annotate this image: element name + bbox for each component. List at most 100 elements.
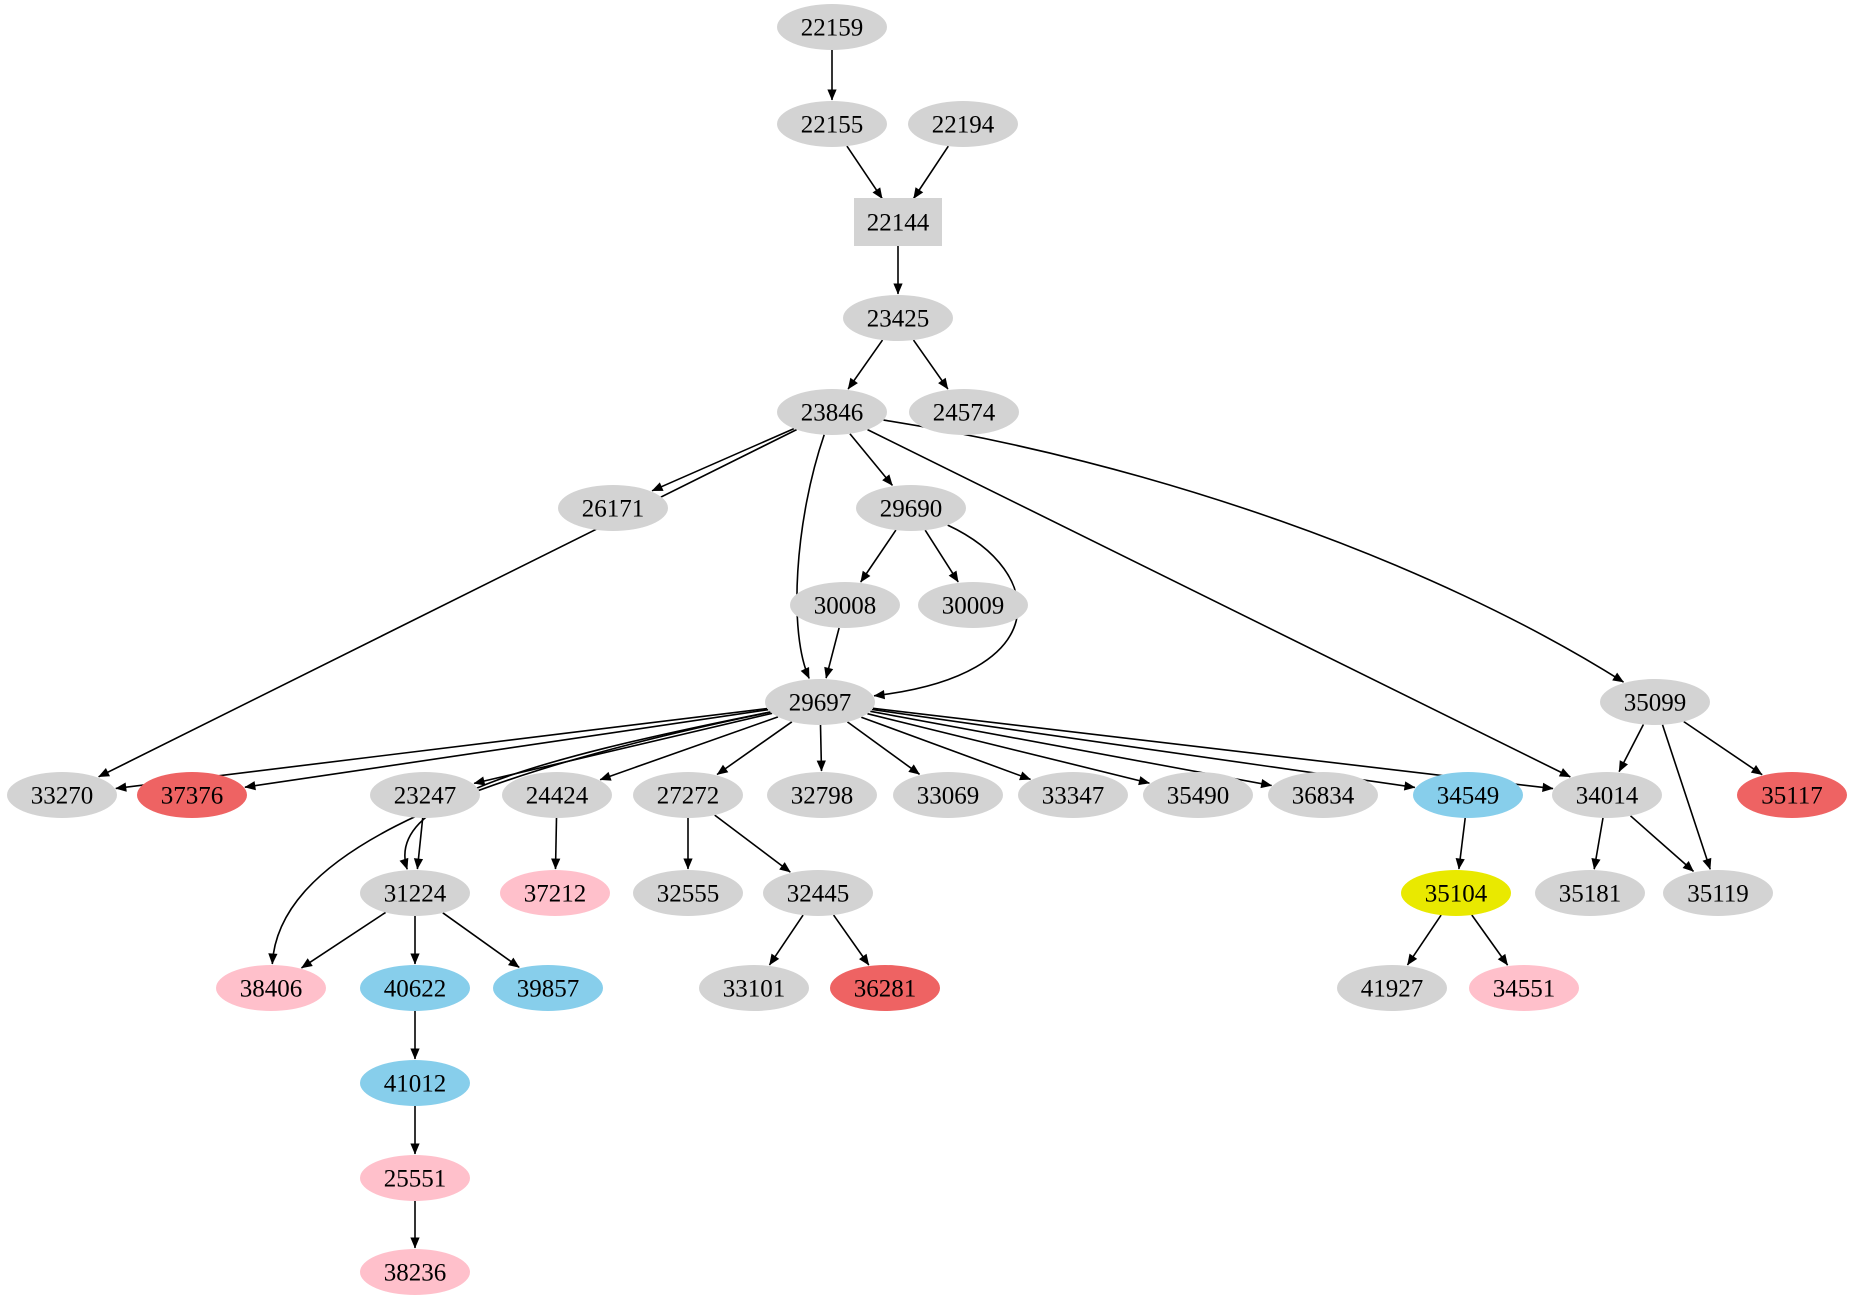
node-37376: 37376 (137, 772, 247, 818)
node-33347: 33347 (1018, 772, 1128, 818)
node-ellipse-shape (360, 1060, 470, 1106)
node-36834: 36834 (1268, 772, 1378, 818)
node-label: 29690 (880, 496, 943, 523)
node-label: 27272 (657, 783, 720, 810)
node-label: 36281 (854, 976, 917, 1003)
node-36281: 36281 (830, 965, 940, 1011)
node-label: 32445 (787, 881, 850, 908)
edge-34549-35104 (1455, 817, 1466, 870)
edge-27272-32445 (714, 814, 791, 873)
node-label: 33101 (723, 976, 786, 1003)
node-34551: 34551 (1469, 965, 1579, 1011)
node-ellipse-shape (1663, 870, 1773, 916)
node-box-shape (854, 198, 942, 246)
node-label: 23846 (801, 400, 864, 427)
node-32445: 32445 (763, 870, 873, 916)
node-ellipse-shape (1469, 965, 1579, 1011)
node-label: 32798 (791, 783, 854, 810)
node-label: 40622 (384, 976, 447, 1003)
node-ellipse-shape (777, 389, 887, 435)
node-33101: 33101 (699, 965, 809, 1011)
edge-35099-35117 (1683, 720, 1763, 776)
node-ellipse-shape (502, 772, 612, 818)
node-23425: 23425 (843, 295, 953, 341)
edge-34014-35119 (1629, 815, 1695, 872)
node-38236: 38236 (360, 1249, 470, 1295)
node-label: 30008 (814, 593, 877, 620)
node-label: 34549 (1437, 783, 1500, 810)
edge-29697-33270 (115, 707, 768, 792)
edge-23425-24574 (912, 339, 949, 390)
node-ellipse-shape (1552, 772, 1662, 818)
edge-23846-29697 (796, 434, 825, 679)
node-35119: 35119 (1663, 870, 1773, 916)
node-label: 36834 (1292, 783, 1355, 810)
node-label: 38236 (384, 1260, 447, 1287)
node-label: 33270 (31, 783, 94, 810)
node-24574: 24574 (909, 389, 1019, 435)
node-31224: 31224 (360, 870, 470, 916)
edge-22194-22144 (912, 145, 949, 199)
edge-23846-29690 (849, 433, 894, 486)
edge-32445-36281 (832, 914, 870, 966)
edge-30008-29697 (824, 627, 840, 679)
node-label: 22159 (801, 15, 864, 42)
node-ellipse-shape (918, 582, 1028, 628)
node-41927: 41927 (1337, 965, 1447, 1011)
node-ellipse-shape (360, 870, 470, 916)
node-label: 32555 (657, 881, 720, 908)
node-24424: 24424 (502, 772, 612, 818)
node-22159: 22159 (777, 4, 887, 50)
node-ellipse-shape (893, 772, 1003, 818)
node-label: 24574 (933, 400, 996, 427)
node-26171: 26171 (558, 485, 668, 531)
node-22155: 22155 (777, 101, 887, 147)
node-ellipse-shape (558, 485, 668, 531)
node-33270: 33270 (7, 772, 117, 818)
node-label: 22144 (867, 210, 930, 237)
edge-29690-30008 (860, 529, 897, 583)
node-ellipse-shape (908, 101, 1018, 147)
node-25551: 25551 (360, 1155, 470, 1201)
node-ellipse-shape (843, 295, 953, 341)
edge-35099-35119 (1661, 724, 1712, 870)
edge-29697-33347 (861, 716, 1032, 781)
edge-22155-22144 (846, 145, 883, 200)
edge-29697-35490 (867, 712, 1150, 786)
node-ellipse-shape (909, 389, 1019, 435)
node-34014: 34014 (1552, 772, 1662, 818)
edge-29697-27272 (716, 721, 793, 776)
node-ellipse-shape (1018, 772, 1128, 818)
node-35099: 35099 (1600, 679, 1710, 725)
node-label: 38406 (240, 976, 303, 1003)
edge-29697-31224 (399, 711, 771, 870)
node-29697: 29697 (765, 679, 875, 725)
node-label: 35117 (1761, 783, 1823, 810)
node-ellipse-shape (500, 870, 610, 916)
edge-23846-34014 (867, 428, 1571, 778)
node-23846: 23846 (777, 389, 887, 435)
node-label: 34014 (1576, 783, 1639, 810)
node-label: 41927 (1361, 976, 1424, 1003)
node-label: 26171 (582, 496, 645, 523)
node-27272: 27272 (633, 772, 743, 818)
node-40622: 40622 (360, 965, 470, 1011)
node-32798: 32798 (767, 772, 877, 818)
node-34549: 34549 (1413, 772, 1523, 818)
node-32555: 32555 (633, 870, 743, 916)
node-22144: 22144 (854, 198, 942, 246)
node-ellipse-shape (360, 1155, 470, 1201)
edge-35099-34014 (1618, 724, 1645, 773)
node-label: 23247 (394, 783, 457, 810)
node-35104: 35104 (1401, 870, 1511, 916)
node-ellipse-shape (1143, 772, 1253, 818)
edge-29690-30009 (924, 529, 959, 583)
node-23247: 23247 (370, 772, 480, 818)
node-ellipse-shape (856, 485, 966, 531)
node-label: 33069 (917, 783, 980, 810)
node-30009: 30009 (918, 582, 1028, 628)
edge-29690-29697 (873, 524, 1019, 700)
edge-29697-37376 (244, 708, 769, 791)
